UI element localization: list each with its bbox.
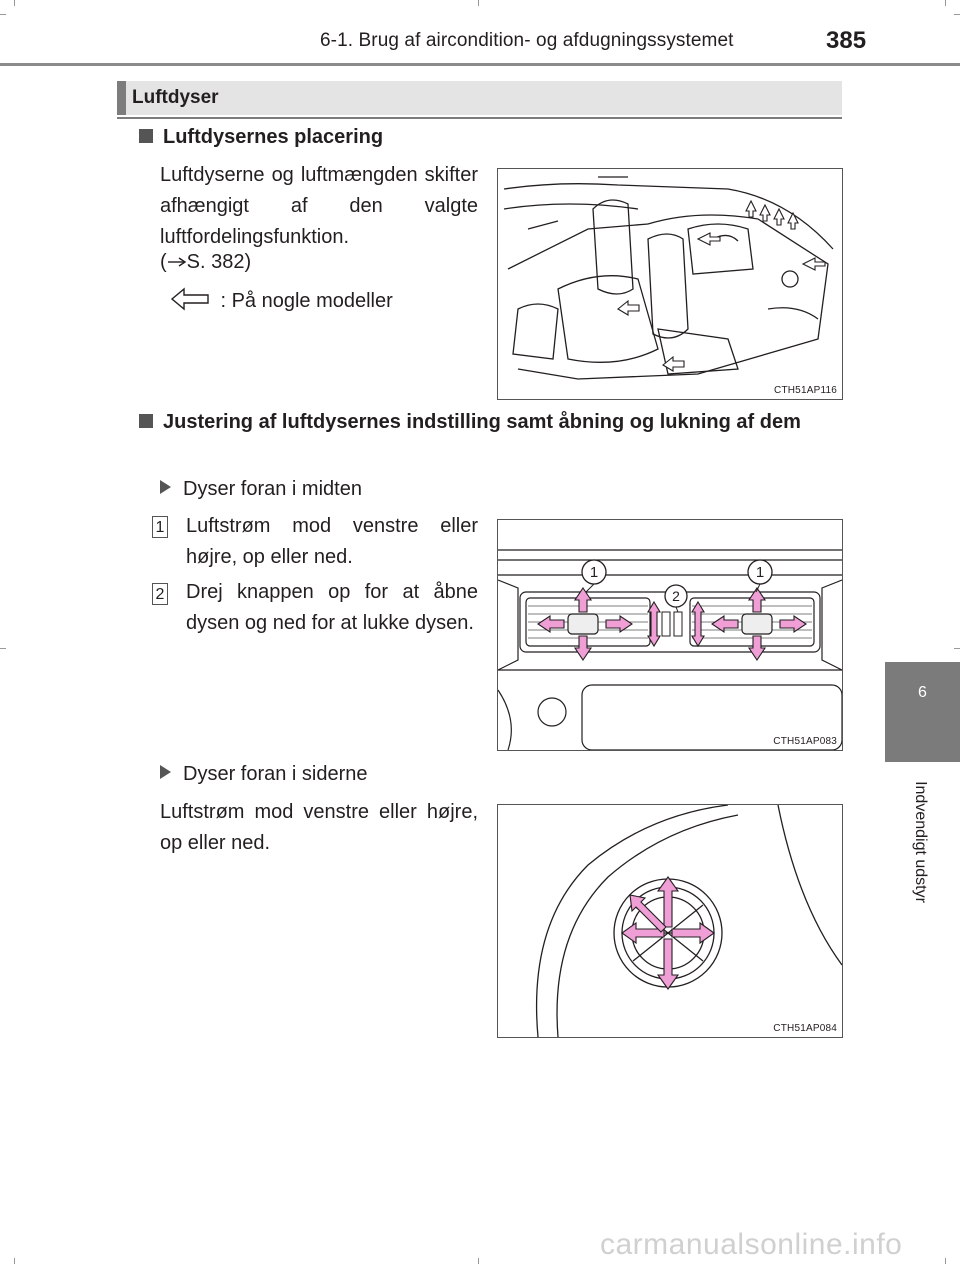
- header-rule: [0, 63, 960, 66]
- crop-mark: [954, 648, 960, 649]
- callout-1-left: 1: [590, 564, 598, 581]
- center-item-2-text: Drej knappen op for at åbne dysen og ned…: [186, 581, 478, 634]
- section-title: Luftdyser: [132, 87, 219, 108]
- chapter-label: Indvendigt udstyr: [912, 781, 929, 903]
- crop-mark: [0, 14, 6, 15]
- square-bullet-icon: [139, 414, 153, 428]
- section-bar: Luftdyser: [117, 81, 842, 115]
- figure-code: CTH51AP116: [774, 385, 837, 396]
- crop-mark: [945, 1258, 946, 1264]
- center-item-1-text: Luftstrøm mod venstre eller højre, op el…: [186, 515, 478, 568]
- crop-mark: [14, 1258, 15, 1264]
- center-item-1-num: 1: [152, 516, 168, 538]
- center-vents-illustration: 1 1 2: [498, 549, 842, 750]
- chapter-tab: 6: [885, 662, 960, 762]
- crop-mark: [954, 14, 960, 15]
- crop-mark: [14, 0, 15, 6]
- figure-side-vent: CTH51AP084: [497, 804, 843, 1038]
- optional-vent-arrow-icon: [170, 287, 209, 311]
- figure-interior: CTH51AP116: [497, 168, 843, 400]
- running-header: 6-1. Brug af aircondition- og afdugnings…: [320, 30, 734, 51]
- adjust-heading: Justering af luftdysernes indstilling sa…: [139, 406, 843, 438]
- crop-mark: [945, 0, 946, 6]
- interior-illustration: [503, 176, 834, 380]
- legend-text: : På nogle modeller: [220, 290, 393, 312]
- placement-heading: Luftdysernes placering: [139, 121, 383, 153]
- section-rule: [117, 117, 842, 119]
- figure-code: CTH51AP084: [773, 1023, 837, 1034]
- watermark: carmanualsonline.info: [600, 1228, 903, 1261]
- placement-reference: (S. 382): [160, 251, 252, 273]
- side-vent-illustration: [535, 805, 842, 1037]
- legend-row: : På nogle modeller: [170, 286, 393, 317]
- square-bullet-icon: [139, 129, 153, 143]
- triangle-bullet-icon: [160, 765, 171, 779]
- figure-code: CTH51AP083: [773, 736, 837, 747]
- center-vents-title: Dyser foran i midten: [160, 475, 362, 503]
- crop-mark: [0, 648, 6, 649]
- page-number: 385: [826, 27, 867, 54]
- chapter-number: 6: [918, 684, 927, 701]
- placement-text: Luftdyserne og luftmængden skifter afhæn…: [160, 164, 478, 248]
- crop-mark: [478, 0, 479, 6]
- triangle-bullet-icon: [160, 480, 171, 494]
- side-vents-text: Luftstrøm mod venstre eller højre, op el…: [160, 801, 478, 854]
- figure-center-vents: 1 1 2 CTH51AP083: [497, 519, 843, 751]
- crop-mark: [478, 1258, 479, 1264]
- reference-arrow-icon: [167, 257, 186, 267]
- side-vents-title: Dyser foran i siderne: [160, 760, 368, 788]
- center-item-2-num: 2: [152, 583, 168, 605]
- callout-1-right: 1: [756, 564, 764, 581]
- callout-2: 2: [672, 588, 680, 604]
